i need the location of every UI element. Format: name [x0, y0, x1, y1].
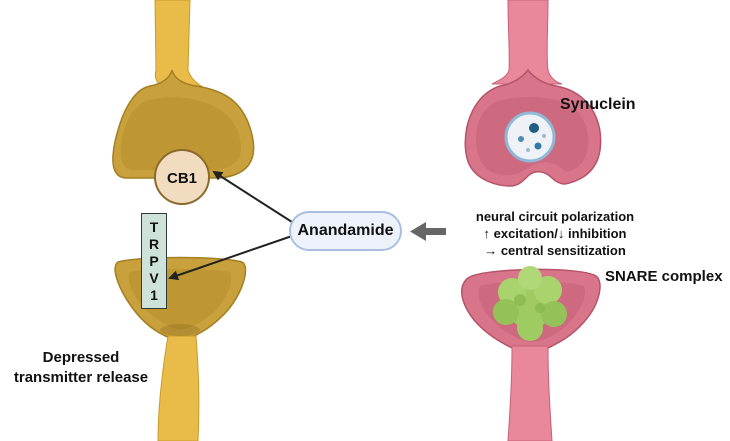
trpv1-letter: T [149, 218, 159, 235]
cb1-label: CB1 [167, 170, 197, 187]
vesicle-dot [529, 123, 539, 133]
anandamide-label: Anandamide [297, 222, 394, 239]
arrow-to-trpv1 [168, 235, 293, 281]
mechanism-line-2: ↑ excitation/↓ inhibition [483, 226, 627, 241]
depressed-line-2: transmitter release [13, 369, 149, 386]
left-lower-axon [157, 335, 200, 441]
left-upper-axon [154, 0, 206, 89]
mechanism-line-1: neural circuit polarization [475, 209, 635, 224]
grey-left-arrow [410, 222, 446, 241]
vesicle-dot [534, 142, 542, 150]
snare-complex-cluster [493, 266, 567, 341]
right-lower-axon [507, 345, 553, 441]
trpv1-receptor: T R P V 1 [141, 213, 167, 309]
vesicle-dot [526, 148, 530, 152]
snare-complex-label: SNARE complex [605, 268, 723, 285]
cb1-receptor: CB1 [154, 149, 210, 205]
trpv1-letter: 1 [150, 287, 158, 304]
right-upper-axon [491, 0, 563, 85]
mechanism-text: neural circuit polarization ↑ excitation… [430, 208, 680, 259]
left-terminal-inner [120, 97, 241, 170]
vesicle-dot [518, 136, 524, 142]
synuclein-vesicle [504, 111, 556, 163]
mechanism-line-3: → central sensitization [484, 243, 626, 258]
depressed-line-1: Depressed [42, 349, 120, 366]
anandamide-node: Anandamide [289, 211, 402, 251]
left-postsynaptic-density [160, 324, 200, 336]
left-postsynaptic-neuron [114, 256, 247, 441]
synuclein-label: Synuclein [560, 96, 636, 113]
trpv1-letter: V [149, 270, 159, 287]
depressed-release-label: Depressed transmitter release [6, 348, 156, 388]
trpv1-letter: R [148, 235, 160, 252]
left-presynaptic-neuron [112, 0, 255, 179]
arrow-to-cb1 [212, 170, 293, 223]
vesicle-dot [542, 134, 546, 138]
trpv1-letter: P [149, 252, 159, 269]
